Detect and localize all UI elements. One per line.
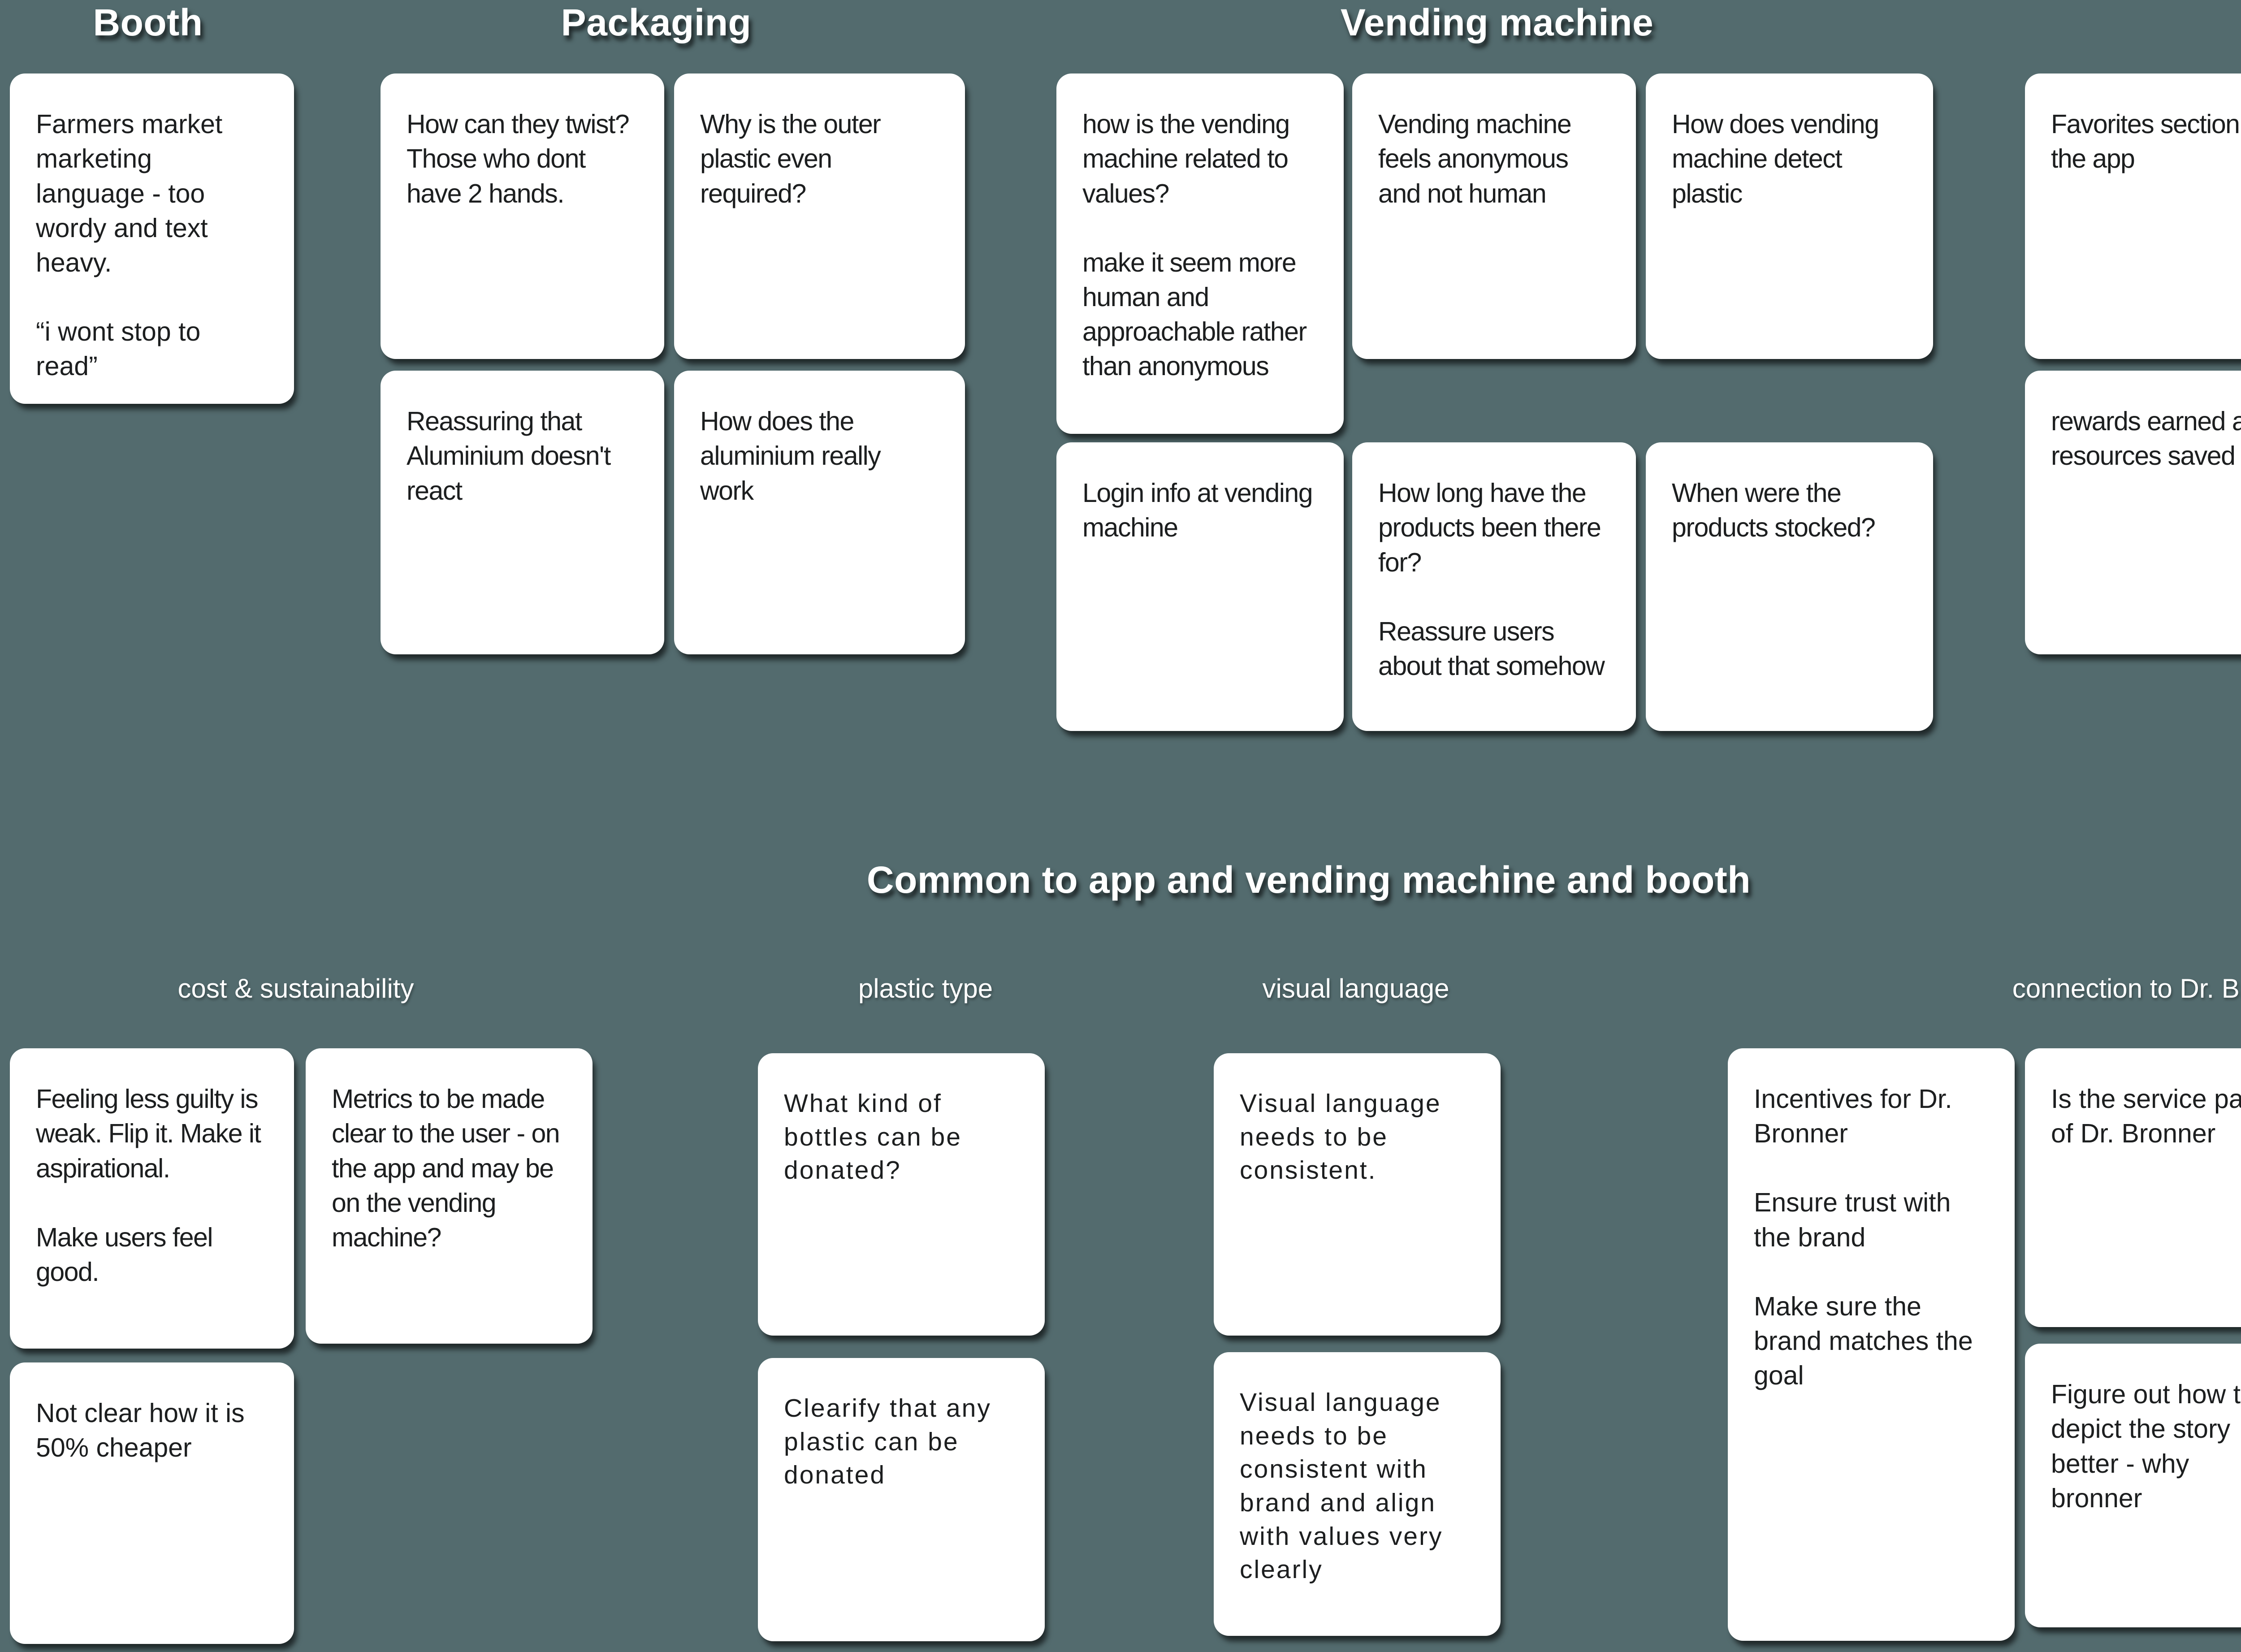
- sticky-note-text: Farmers market marketing language - too …: [36, 109, 223, 278]
- sticky-note-text: Clearify that any plastic can be donated: [784, 1394, 991, 1490]
- sticky-note-text: Ensure trust with the brand: [1754, 1188, 1951, 1252]
- sticky-note[interactable]: how is the vending machine related to va…: [1056, 74, 1344, 434]
- sticky-note-text: rewards earned and resources saved: [2051, 407, 2241, 471]
- sticky-note[interactable]: Metrics to be made clear to the user - o…: [306, 1048, 593, 1344]
- sticky-note-text: Feeling less guilty is weak. Flip it. Ma…: [36, 1084, 261, 1183]
- sticky-note[interactable]: Login info at vending machine: [1056, 442, 1344, 731]
- sticky-note[interactable]: How does the aluminium really work: [674, 371, 965, 654]
- sticky-note[interactable]: Visual language needs to be consistent.: [1214, 1053, 1501, 1336]
- sticky-note[interactable]: Figure out how to depict the story bette…: [2025, 1344, 2241, 1627]
- sticky-note[interactable]: Visual language needs to be consistent w…: [1214, 1352, 1501, 1636]
- sticky-note[interactable]: When were the products stocked?: [1646, 442, 1933, 731]
- section-title-visual-language: visual language: [1262, 973, 1449, 1003]
- sticky-note[interactable]: Reassuring that Aluminium doesn't react: [381, 371, 664, 654]
- sticky-note-text: “i wont stop to read”: [36, 317, 201, 381]
- sticky-note[interactable]: What kind of bottles can be donated?: [758, 1053, 1045, 1336]
- sticky-note[interactable]: How long have the products been there fo…: [1352, 442, 1636, 731]
- sticky-note[interactable]: How does vending machine detect plastic: [1646, 74, 1933, 359]
- sticky-note-text: Make users feel good.: [36, 1222, 213, 1287]
- sticky-note-text: Metrics to be made clear to the user - o…: [332, 1084, 560, 1253]
- sticky-note-text: How does the aluminium really work: [700, 407, 881, 506]
- section-title-booth: Booth: [93, 1, 203, 43]
- sticky-note[interactable]: Feeling less guilty is weak. Flip it. Ma…: [10, 1048, 294, 1349]
- sticky-note-text: Favorites section on the app: [2051, 109, 2241, 174]
- sticky-note-text: How can they twist? Those who dont have …: [407, 109, 630, 208]
- sticky-note-text: make it seem more human and approachable…: [1082, 247, 1307, 381]
- sticky-note-text: Is the service part of Dr. Bronner: [2051, 1084, 2241, 1149]
- sticky-note[interactable]: Clearify that any plastic can be donated: [758, 1358, 1045, 1641]
- sticky-note[interactable]: Farmers market marketing language - too …: [10, 74, 294, 404]
- sticky-note-text: Make sure the brand matches the goal: [1754, 1291, 1973, 1391]
- sticky-note-text: Visual language needs to be consistent.: [1240, 1089, 1441, 1185]
- sticky-note[interactable]: Vending machine feels anonymous and not …: [1352, 74, 1636, 359]
- sticky-note-text: What kind of bottles can be donated?: [784, 1089, 962, 1185]
- section-title-plastic-type: plastic type: [858, 973, 993, 1003]
- sticky-note-text: Vending machine feels anonymous and not …: [1378, 109, 1572, 208]
- sticky-note-text: How does vending machine detect plastic: [1672, 109, 1879, 208]
- section-title-packaging: Packaging: [561, 1, 752, 43]
- sticky-note-text: Figure out how to depict the story bette…: [2051, 1380, 2241, 1513]
- sticky-note[interactable]: How can they twist? Those who dont have …: [381, 74, 664, 359]
- sticky-note[interactable]: Is the service part of Dr. Bronner: [2025, 1048, 2241, 1327]
- section-title-common: Common to app and vending machine and bo…: [866, 859, 1751, 901]
- sticky-note-text: How long have the products been there fo…: [1378, 478, 1601, 577]
- sticky-note-text: Login info at vending machine: [1082, 478, 1313, 543]
- sticky-note-text: Not clear how it is 50% cheaper: [36, 1398, 245, 1463]
- sticky-note[interactable]: rewards earned and resources saved: [2025, 371, 2241, 654]
- sticky-note-text: Why is the outer plastic even required?: [700, 109, 881, 208]
- sticky-note-text: how is the vending machine related to va…: [1082, 109, 1290, 208]
- sticky-note-text: Visual language needs to be consistent w…: [1240, 1388, 1443, 1584]
- sticky-note-text: When were the products stocked?: [1672, 478, 1876, 543]
- sticky-note-text: Reassuring that Aluminium doesn't react: [407, 407, 611, 506]
- sticky-note[interactable]: Why is the outer plastic even required?: [674, 74, 965, 359]
- section-title-cost-sustainability: cost & sustainability: [177, 973, 414, 1003]
- section-title-vending-machine: Vending machine: [1340, 1, 1654, 43]
- section-title-connection-dr-bronner: connection to Dr. Bronner: [2012, 973, 2241, 1003]
- sticky-note-text: Reassure users about that somehow: [1378, 616, 1605, 681]
- sticky-note-text: Incentives for Dr. Bronner: [1754, 1084, 1952, 1149]
- sticky-note[interactable]: Not clear how it is 50% cheaper: [10, 1362, 294, 1644]
- sticky-note[interactable]: Favorites section on the app: [2025, 74, 2241, 359]
